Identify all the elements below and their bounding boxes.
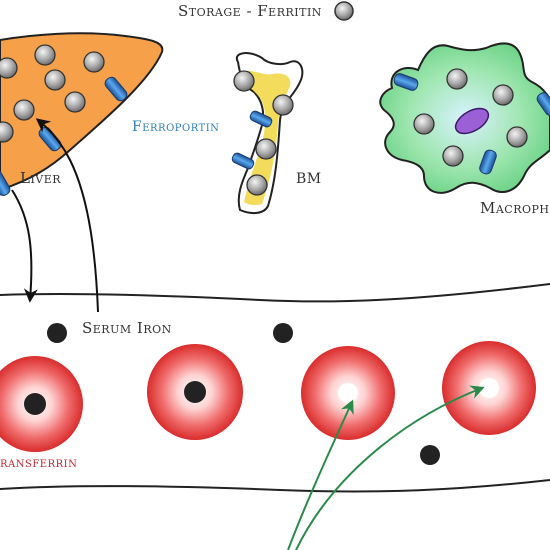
ferroportin-channel <box>104 76 128 102</box>
ferritin-icon <box>34 44 56 66</box>
transferrin-cell <box>301 346 395 440</box>
ferritin-icon <box>0 57 18 79</box>
ferritin-icon <box>64 91 86 113</box>
bound-iron-dot <box>24 393 46 415</box>
ferroportin-label: Ferroportin <box>132 119 219 135</box>
serum-iron-dot <box>420 445 440 465</box>
ferritin-icon <box>442 145 464 167</box>
macrophage-label: Macroph <box>480 199 550 217</box>
liver <box>0 32 164 196</box>
liver-shape <box>0 32 164 192</box>
transferrin-cell <box>0 356 83 452</box>
ferritin-icon <box>44 69 66 91</box>
vessel-wall-top <box>0 283 550 303</box>
transferrin-label: ransferrin <box>0 455 77 471</box>
ferroportin-channel <box>479 149 497 175</box>
ferroportin-channel <box>0 170 11 196</box>
vessel-wall-bottom <box>0 479 550 493</box>
ferritin-icon <box>246 174 268 196</box>
macrophage <box>379 42 550 194</box>
empty-site <box>338 383 358 403</box>
ferritin-icon <box>492 84 514 106</box>
ferritin-icon <box>0 121 14 143</box>
ferritin-icon <box>83 51 105 73</box>
ferritin-legend-icon <box>334 1 354 21</box>
liver-label: Liver <box>20 169 61 187</box>
serum-iron-label: Serum Iron <box>82 319 172 337</box>
transferrin-cell <box>442 341 536 435</box>
arrow-green-2 <box>295 385 485 550</box>
serum-iron-dot <box>273 323 293 343</box>
ferroportin-channel <box>249 110 273 128</box>
serum-iron-dot <box>47 323 67 343</box>
ferroportin-channel <box>393 73 419 91</box>
macrophage-nucleus <box>454 107 490 135</box>
transferrin-cell <box>147 344 243 440</box>
ferritin-icon <box>413 113 435 135</box>
ferritin-icon <box>272 94 294 116</box>
arrow-green-1 <box>287 399 354 550</box>
arrow-serum-to-liver <box>35 118 99 313</box>
ferritin-icon <box>255 138 277 160</box>
arrow-liver-to-serum <box>11 189 38 303</box>
ferritin-icon <box>506 126 528 148</box>
ferroportin-channel <box>536 92 550 116</box>
ferroportin-channel <box>231 152 255 170</box>
bone-marrow <box>231 52 304 215</box>
bound-iron-dot <box>184 381 206 403</box>
bm-label: BM <box>296 171 322 187</box>
ferritin-icon <box>13 99 35 121</box>
storage-ferritin-label: Storage - Ferritin <box>178 2 322 20</box>
ferritin-icon <box>233 70 255 92</box>
ferritin-icon <box>446 68 468 90</box>
